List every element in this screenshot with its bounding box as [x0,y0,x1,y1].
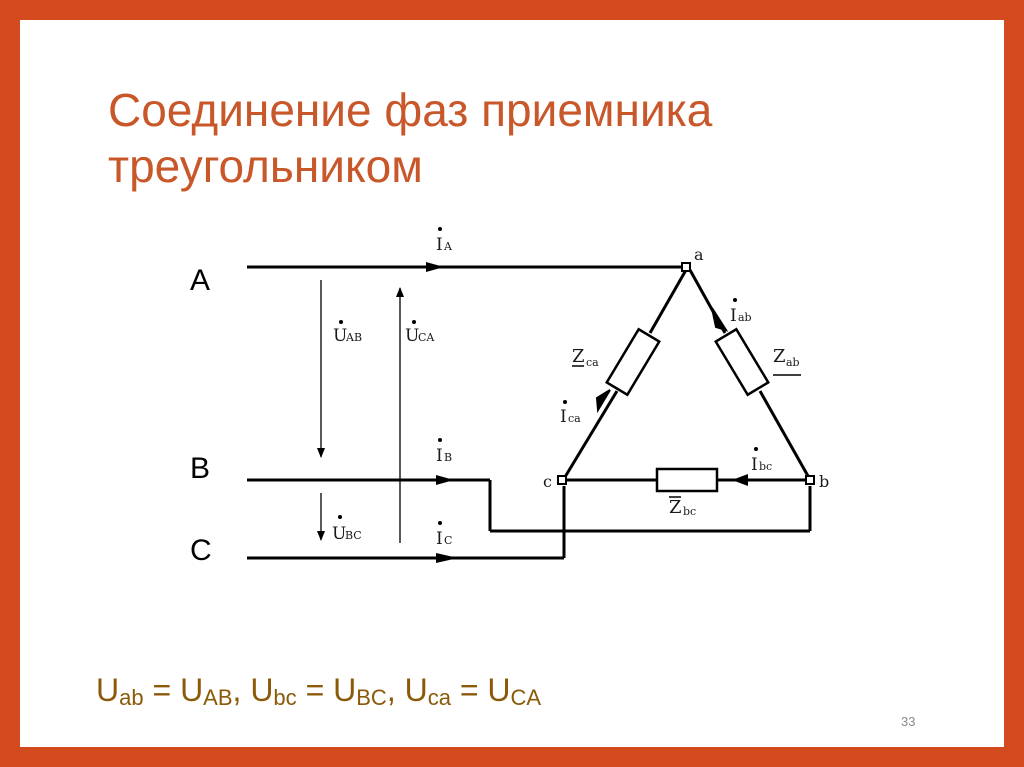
page-number: 33 [901,714,916,729]
ica-main: I [560,407,567,427]
ia-main: I [436,235,443,255]
formula-t4-sub: BC [356,685,387,710]
arrow-iab-icon [711,307,729,332]
ubc-main: U [332,524,346,544]
formula-term-uab-line: UAB [180,672,233,710]
formula-term-ubc: Ubc [250,672,297,710]
uca-sub: CA [418,331,435,344]
arrow-ica-icon [595,389,611,414]
side-ab-lower [758,390,810,477]
label-impedance-zab: Z ab [773,346,801,376]
label-node-b: b [819,472,829,491]
label-impedance-zca: Z ca [572,346,599,369]
node-a [681,262,691,272]
resistor-zab [714,327,770,397]
label-current-ibc: I bc [751,447,772,475]
formula-t6-main: U [487,672,511,708]
side-ca-lower [563,390,619,478]
formula-t4-main: U [333,672,357,708]
label-current-ia: I A [436,227,453,255]
uab-sub: AB [345,331,362,344]
formula-term-uca-line: UCA [487,672,542,710]
ib-sub: B [444,451,452,464]
formula-term-uab: Uab [96,672,144,710]
label-current-ic: I C [436,521,452,549]
zbc-main: Z [669,497,682,518]
formula-t1-sub: ab [119,685,144,710]
label-current-iab: I ab [730,298,752,326]
uab-main: U [333,326,347,346]
ic-main: I [436,529,443,549]
iab-sub: ab [738,311,752,324]
label-voltage-uca: U CA [405,320,435,346]
label-current-ib: I B [436,438,452,466]
formula-sep-1: , [232,672,251,708]
slide-title: Соединение фаз приемника треугольником [108,82,908,194]
label-line-a: A [190,264,210,297]
voltage-equality-formula: Uab = UAB, Ubc = UBC, Uca = UCA [96,672,541,711]
formula-term-uca: Uca [404,672,451,710]
formula-t2-main: U [180,672,204,708]
formula-t6-sub: CA [510,685,542,710]
formula-t5-sub: ca [427,685,451,710]
zab-sub: ab [786,356,800,369]
formula-t1-main: U [96,672,120,708]
formula-t5-main: U [404,672,428,708]
zca-main: Z [572,346,585,367]
ibc-sub: bc [759,460,772,473]
ia-sub: A [443,240,453,253]
title-line-1: Соединение фаз приемника [108,84,713,136]
ubc-sub: BC [345,529,362,542]
node-c [557,475,567,485]
formula-eq-1: = [143,672,181,708]
resistor-zca [605,327,661,397]
formula-sep-2: , [386,672,405,708]
label-voltage-ubc: U BC [332,515,362,544]
iab-main: I [730,306,737,326]
label-current-ica: I ca [560,400,581,427]
formula-t2-sub: AB [203,685,233,710]
ib-main: I [436,446,443,466]
formula-t3-main: U [250,672,274,708]
label-voltage-uab: U AB [333,320,362,346]
zca-sub: ca [586,356,599,369]
arrow-ic-icon [436,553,458,563]
side-ca-upper [648,269,688,334]
label-node-c: c [543,472,552,491]
label-line-c: C [190,534,212,567]
label-node-a: a [694,245,704,264]
arrow-ibc-icon [732,474,748,486]
node-b [805,475,815,485]
title-line-2: треугольником [108,140,423,192]
formula-t3-sub: bc [273,685,297,710]
zbc-sub: bc [683,505,696,518]
ica-sub: ca [568,412,581,425]
ibc-main: I [751,455,758,475]
formula-term-ubc-line: UBC [333,672,387,710]
formula-eq-2: = [296,672,334,708]
formula-eq-3: = [450,672,488,708]
arrow-ib-icon [436,475,454,485]
uca-main: U [405,326,419,346]
arrow-ia-icon [426,262,444,272]
resistor-zbc [655,467,719,493]
zab-main: Z [773,346,786,367]
label-line-b: B [190,452,210,485]
label-impedance-zbc: Z bc [669,496,696,518]
ic-sub: C [444,534,452,547]
